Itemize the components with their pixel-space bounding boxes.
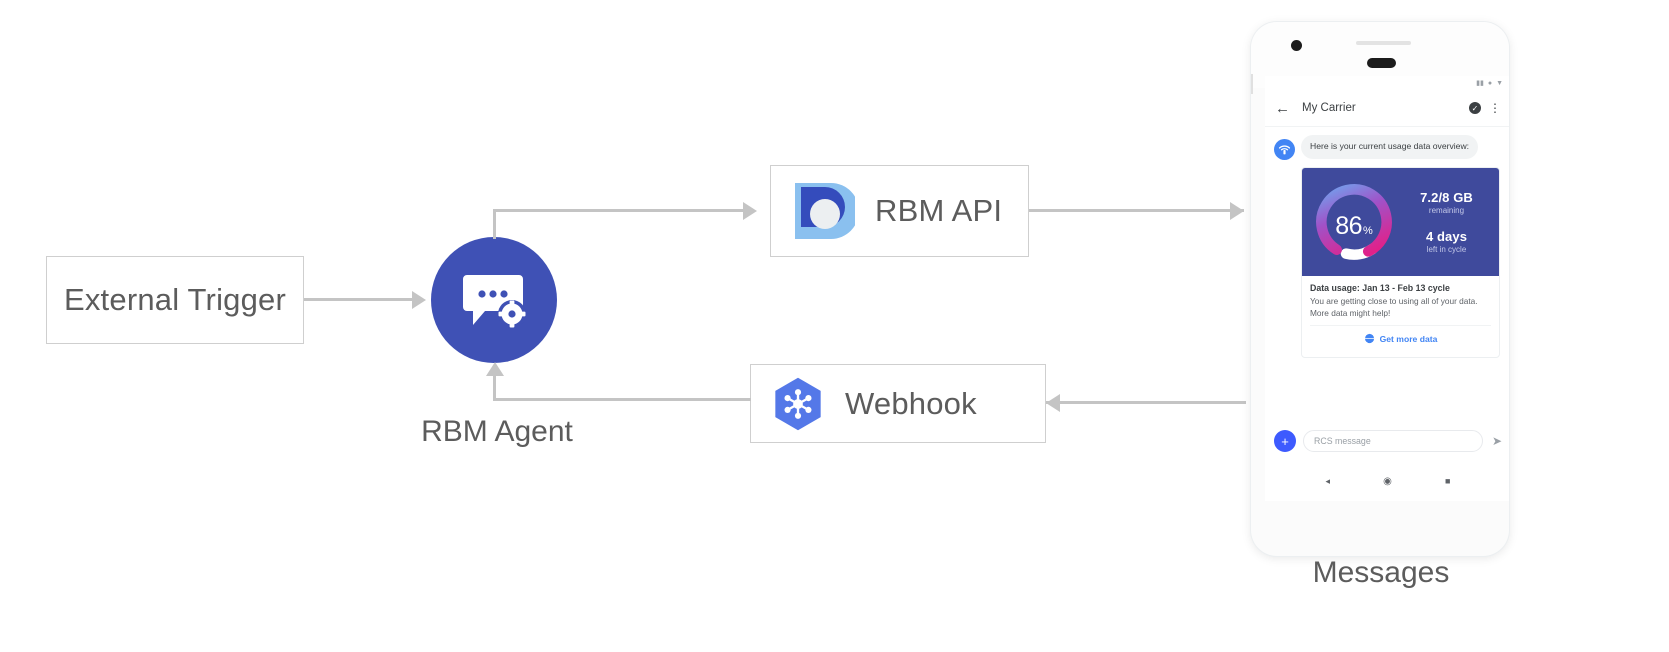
verified-shield-icon: ✓ [1469,102,1481,114]
rich-card[interactable]: 86 % 7.2/8 GB remaining 4 days left in c… [1301,167,1500,359]
nav-back-icon[interactable]: ◂ [1325,475,1331,486]
back-arrow-icon[interactable]: ← [1275,99,1290,117]
arrowhead-webhook-to-agent [486,362,504,376]
stat-data-remaining-value: 7.2/8 GB [1420,190,1473,205]
signal-icon: ▮▮ [1476,79,1484,87]
connector-device-to-webhook [1046,401,1246,404]
gauge-value: 86 [1335,212,1363,240]
chat-gear-icon [463,275,526,328]
stat-days-left-value: 4 days [1425,229,1468,244]
carrier-agent-avatar [1274,139,1295,160]
device-phone: ▮▮ ● ▼ ← My Carrier ✓ ⋮ [1251,22,1509,556]
android-nav-bar: ◂ ◉ ■ [1265,461,1509,501]
card-title: Data usage: Jan 13 - Feb 13 cycle [1310,283,1450,293]
usage-stats: 7.2/8 GB remaining 4 days left in cycle [1404,190,1493,254]
front-camera-icon [1291,40,1302,51]
connector-trigger-to-agent [304,298,412,301]
get-more-data-label: Get more data [1379,333,1438,344]
phone-side-button [1251,74,1253,94]
external-trigger-node[interactable]: External Trigger [46,256,304,344]
phone-screen: ▮▮ ● ▼ ← My Carrier ✓ ⋮ [1265,76,1509,501]
get-more-data-button[interactable]: Get more data [1310,325,1491,352]
usage-panel: 86 % 7.2/8 GB remaining 4 days left in c… [1302,168,1499,276]
stat-days-left-caption: left in cycle [1426,245,1467,254]
webhook-label: Webhook [845,385,977,421]
stat-data-remaining-caption: remaining [1428,206,1465,215]
send-icon[interactable]: ➤ [1491,434,1502,448]
nav-recents-icon[interactable]: ■ [1445,476,1451,486]
connector-agent-to-api [493,209,743,212]
connector-api-to-device [1029,209,1244,212]
webhook-node[interactable]: Webhook [750,364,1046,443]
connector-agent-up [493,209,496,239]
add-attachment-button[interactable]: + [1274,430,1296,452]
card-description: You are getting close to using all of yo… [1310,296,1478,318]
rcs-message-input[interactable]: RCS message [1303,430,1483,452]
gauge-unit: % [1363,225,1373,237]
rbm-api-node[interactable]: RBM API [770,165,1029,257]
gauge-ring-icon [1316,184,1392,260]
app-bar-actions: ✓ ⋮ [1469,102,1501,114]
gauge-readout: 86 % [1306,174,1402,270]
rcs-agent-icon [1278,145,1291,155]
battery-icon: ▼ [1496,79,1503,87]
rbm-agent-node[interactable] [431,237,557,363]
external-trigger-label: External Trigger [63,282,287,317]
app-bar: ← My Carrier ✓ ⋮ [1265,90,1509,127]
agent-message-row: Here is your current usage data overview… [1274,135,1502,160]
card-body: Data usage: Jan 13 - Feb 13 cycle You ar… [1302,276,1499,357]
connector-webhook-to-agent [493,398,751,401]
message-composer: + RCS message ➤ [1265,421,1509,461]
stat-spacer [1404,215,1489,229]
more-vert-icon[interactable]: ⋮ [1489,101,1501,115]
nav-home-icon[interactable]: ◉ [1383,475,1392,487]
arrowhead-agent-to-api [743,202,757,220]
globe-icon [1363,334,1374,344]
conversation-thread: Here is your current usage data overview… [1265,127,1509,359]
device-label: Messages [1312,556,1450,589]
rbm-api-label: RBM API [875,193,1003,228]
arrowhead-device-to-webhook [1046,394,1060,412]
status-bar: ▮▮ ● ▼ [1265,76,1509,90]
cloud-functions-hexagon-icon [775,377,821,430]
rcs-message-placeholder: RCS message [1314,436,1371,446]
arrowhead-api-to-device [1230,202,1244,220]
agent-message-bubble: Here is your current usage data overview… [1301,135,1479,159]
speaker-grille [1356,41,1411,45]
wifi-icon: ● [1487,79,1493,87]
arrowhead-trigger-to-agent [412,291,426,309]
rbm-agent-label: RBM Agent [421,415,573,448]
earpiece [1367,58,1396,68]
conversation-title: My Carrier [1302,102,1356,114]
connector-agent-inbound-up [493,375,496,401]
rbm-api-droplet-icon [795,183,855,239]
usage-gauge: 86 % [1306,174,1402,270]
